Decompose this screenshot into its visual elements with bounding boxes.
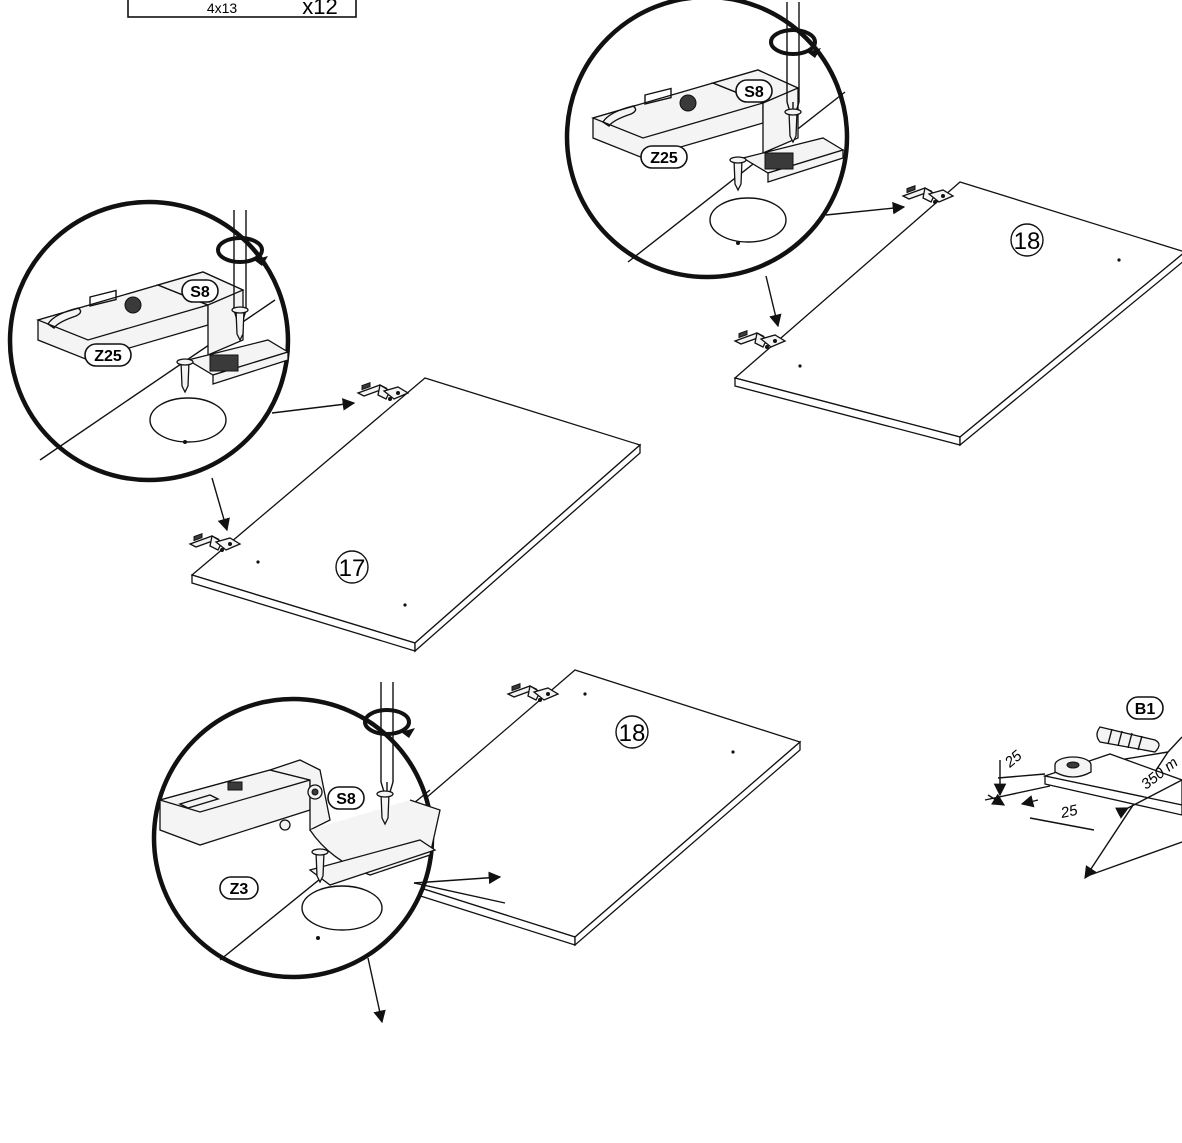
svg-text:18: 18: [1014, 228, 1041, 255]
panel-17-group: 17 S8 Z25: [7, 199, 642, 653]
label-s8-bottom: S8: [327, 786, 365, 810]
dowel-b1: [1096, 726, 1160, 753]
label-z25-right: Z25: [640, 145, 688, 169]
bumper-pad: [1054, 756, 1092, 778]
door-panel-18-top: [733, 181, 1182, 447]
detail-circle-hinge-z25-left: S8 Z25: [7, 199, 291, 483]
part-number-18-top: 18: [1010, 223, 1044, 257]
detail-circle-hinge-z3: S8 Z3: [151, 680, 441, 980]
label-b1: B1: [1126, 696, 1164, 720]
label-s8-left: S8: [181, 279, 219, 303]
svg-text:Z25: Z25: [650, 150, 678, 167]
dimension-25-horizontal: 25: [1058, 802, 1079, 822]
detail-circle-hinge-z25-right: S8 Z25: [564, 0, 850, 280]
label-s8-right: S8: [735, 79, 773, 103]
panel-18-top-group: 18 S8 Z25: [564, 0, 1182, 447]
svg-text:Z3: Z3: [230, 881, 249, 898]
part-number-18-bottom: 18: [615, 715, 649, 749]
svg-text:S8: S8: [190, 284, 210, 301]
svg-text:18: 18: [619, 720, 646, 747]
bumper-detail-group: B1 25 25 350 m: [984, 696, 1182, 880]
panel-18-bottom-group: 18 S8 Z3: [151, 669, 802, 1024]
svg-text:S8: S8: [744, 84, 764, 101]
qty-size-label: 4x13: [207, 0, 238, 16]
dimension-25-vertical: 25: [1001, 747, 1026, 772]
svg-text:S8: S8: [336, 791, 356, 808]
label-z3: Z3: [219, 876, 259, 900]
part-number-17: 17: [335, 550, 369, 584]
qty-count-label: x12: [302, 0, 337, 19]
door-panel-17: [190, 377, 642, 653]
label-z25-left: Z25: [84, 343, 132, 367]
svg-text:B1: B1: [1135, 701, 1156, 718]
quantity-box: 4x13 x12: [127, 0, 357, 19]
svg-text:Z25: Z25: [94, 348, 122, 365]
svg-text:17: 17: [339, 555, 366, 582]
